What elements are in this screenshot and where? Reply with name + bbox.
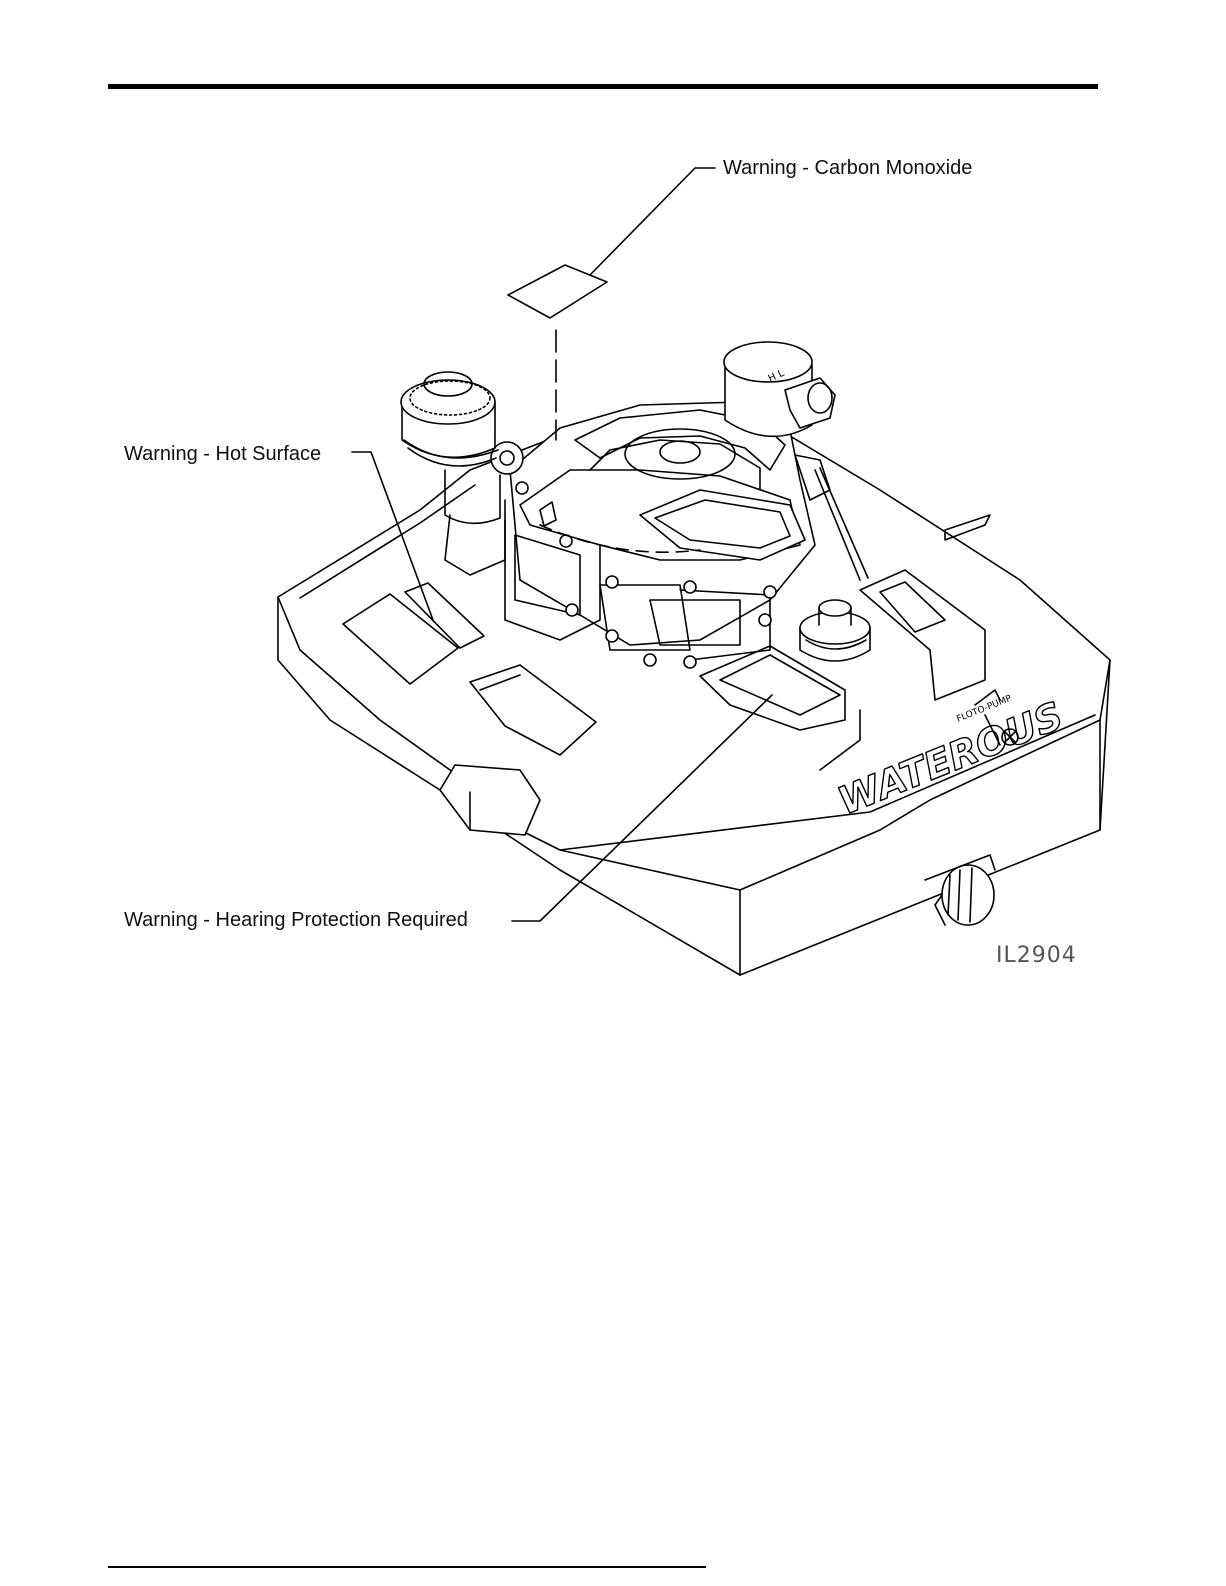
figure-id: IL2904 — [996, 945, 1077, 967]
discharge-outlet — [925, 855, 995, 925]
co-leader-line — [590, 168, 715, 275]
callout-hearing-protection: Warning - Hearing Protection Required — [124, 910, 468, 930]
fuel-tank: H L — [724, 342, 835, 436]
footer-rule — [108, 1566, 706, 1568]
callout-hot-surface: Warning - Hot Surface — [124, 444, 321, 464]
callout-carbon-monoxide: Warning - Carbon Monoxide — [723, 158, 972, 178]
